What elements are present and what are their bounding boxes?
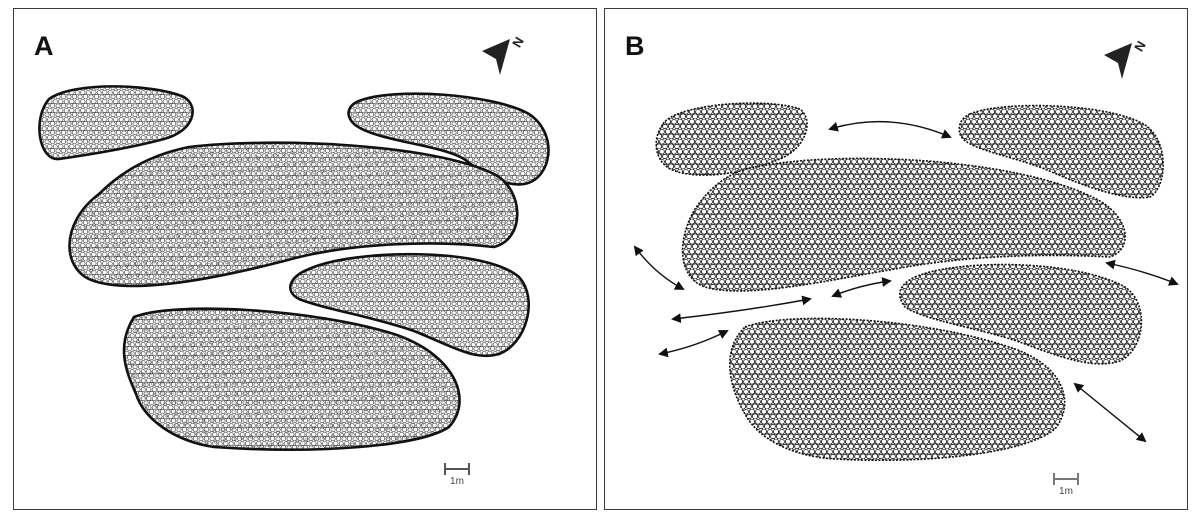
double-arrow-icon: [1107, 263, 1177, 284]
double-arrow-icon: [673, 299, 810, 319]
north-label: N: [1131, 38, 1148, 54]
north-arrow-icon: N: [476, 31, 526, 81]
double-arrow-icon: [1075, 384, 1145, 441]
panel-b: B: [604, 8, 1188, 510]
cluster-a1: [39, 86, 192, 159]
panel-a: A N: [13, 8, 597, 510]
scale-bar: 1m: [440, 461, 474, 489]
double-arrow-icon: [635, 247, 683, 289]
scale-bar-icon: [440, 461, 474, 477]
scale-bar: 1m: [1049, 471, 1083, 499]
double-arrow-icon: [830, 122, 950, 137]
double-arrow-icon: [833, 281, 890, 296]
north-label: N: [509, 34, 526, 50]
double-arrow-icon: [660, 331, 727, 354]
scale-label: 1m: [440, 476, 474, 487]
scale-bar-icon: [1049, 471, 1083, 487]
sketch-map-a: [14, 9, 597, 510]
north-arrow-icon: N: [1098, 35, 1148, 85]
scale-label: 1m: [1049, 486, 1083, 497]
